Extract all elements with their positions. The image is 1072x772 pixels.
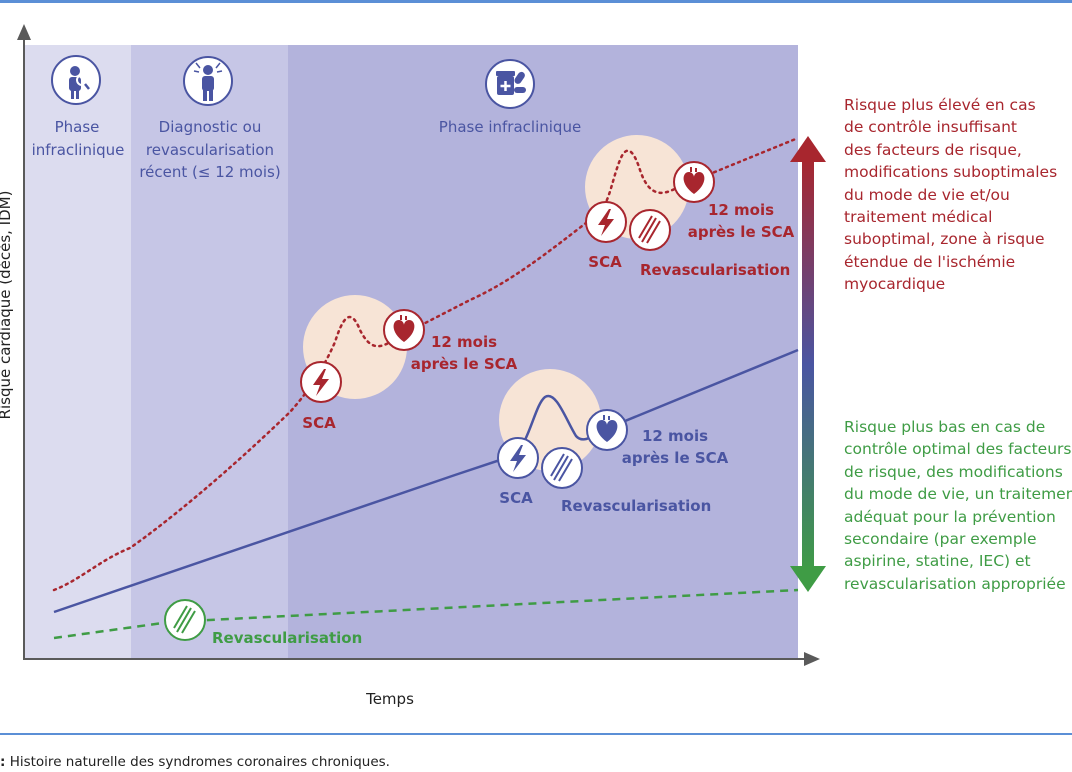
red-after-label-line-1: 12 mois — [431, 333, 497, 351]
phase-1-label-line-1: Phase — [55, 118, 100, 136]
heart-icon — [586, 409, 628, 451]
y-axis — [17, 24, 31, 660]
stent-icon — [541, 447, 583, 489]
blue-sca-label: SCA — [499, 489, 533, 507]
lightning-icon — [497, 437, 539, 479]
stent-icon — [164, 599, 206, 641]
stent-icon — [629, 209, 671, 251]
red-sca-label: SCA — [302, 414, 336, 432]
natural-history-diagram: Phase infraclinique Diagnostic ou revasc… — [17, 24, 826, 666]
person-search-icon — [51, 55, 101, 105]
red-sca-label-2: SCA — [588, 253, 622, 271]
phase-band-2 — [131, 45, 288, 658]
phase-2-label-line-3: récent (≤ 12 mois) — [139, 163, 280, 181]
x-axis — [23, 652, 820, 666]
phase-2-label-line-1: Diagnostic ou — [159, 118, 262, 136]
phase-band-1 — [25, 45, 131, 658]
risk-range-arrow — [790, 136, 826, 592]
y-axis-label: Risque cardiaque (décès, IDM) — [0, 190, 14, 420]
low-risk-note: Risque plus bas en cas de contrôle optim… — [844, 418, 1072, 593]
heart-icon — [383, 309, 425, 351]
red-after-label-2-line-1: 12 mois — [708, 201, 774, 219]
lightning-icon — [585, 201, 627, 243]
caption-text: Histoire naturelle des syndromes coronai… — [5, 754, 390, 770]
figure-caption: : Histoire naturelle des syndromes coron… — [0, 754, 390, 770]
heart-icon — [673, 161, 715, 203]
phase-3-label: Phase infraclinique — [439, 118, 581, 136]
blue-after-label-line-2: après le SCA — [622, 449, 729, 467]
caption-prefix: : — [0, 754, 6, 770]
x-axis-label: Temps — [366, 690, 414, 708]
bottom-border — [0, 733, 1072, 735]
lightning-icon — [300, 361, 342, 403]
red-risk-trajectory — [52, 136, 800, 592]
red-after-label-2-line-2: après le SCA — [688, 223, 795, 241]
high-risk-note: Risque plus élevé en cas de contrôle ins… — [844, 96, 1058, 294]
blue-revasc-label: Revascularisation — [561, 497, 711, 515]
phase-2-label-line-2: revascularisation — [146, 141, 274, 159]
green-revasc-label: Revascularisation — [212, 629, 362, 647]
person-pain-icon — [183, 56, 233, 106]
medication-icon — [485, 59, 535, 109]
blue-after-label-line-1: 12 mois — [642, 427, 708, 445]
phase-1-label-line-2: infraclinique — [32, 141, 125, 159]
red-after-label-line-2: après le SCA — [411, 355, 518, 373]
top-border — [0, 0, 1072, 3]
red-revasc-label: Revascularisation — [640, 261, 790, 279]
